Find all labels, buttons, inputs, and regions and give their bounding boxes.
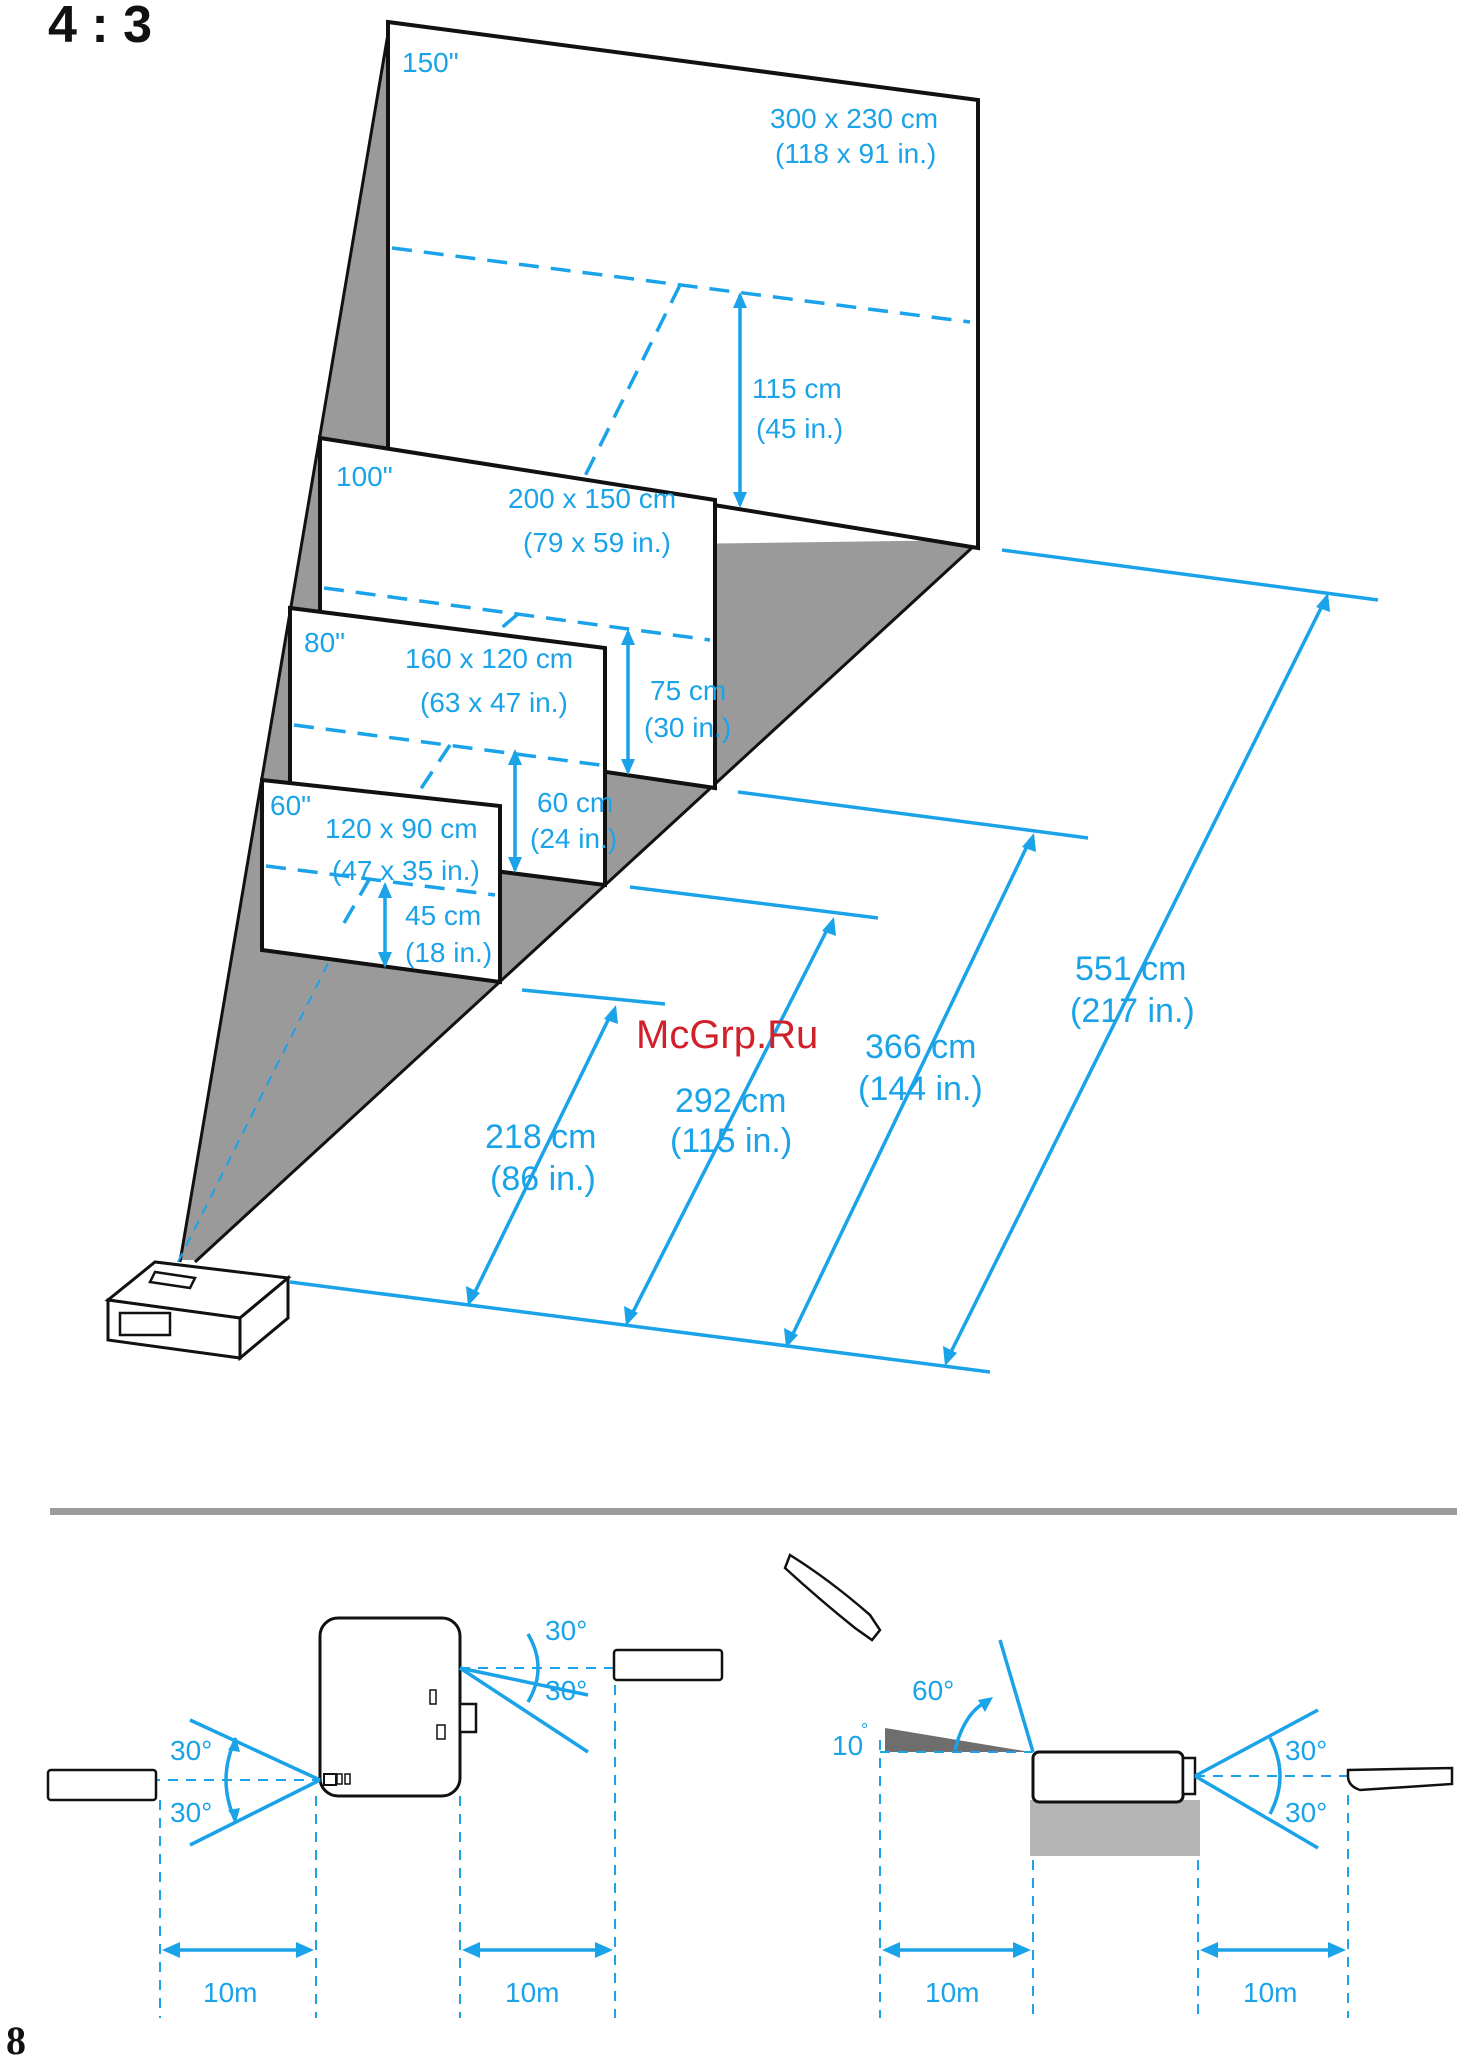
distance-80-cm: 292 cm <box>675 1082 787 1120</box>
screen-100-size-cm: 200 x 150 cm <box>508 483 676 514</box>
remote-control-side-icon <box>1346 1766 1454 1792</box>
side-rear-angle-up: 30° <box>1285 1735 1327 1766</box>
screen-80-height-cm: 60 cm <box>537 787 613 818</box>
screen-60-size-cm: 120 x 90 cm <box>325 813 478 844</box>
screen-60-height-in: (18 in.) <box>405 937 492 968</box>
screen-60-height-cm: 45 cm <box>405 900 481 931</box>
distance-baseline <box>289 1280 991 1374</box>
top-front-distance: 10m <box>203 1977 257 2008</box>
top-rear-distance: 10m <box>505 1977 559 2008</box>
remote-range-side-view: 60° 10 ° 30° 30° 10m 10m <box>783 1553 1454 2018</box>
screen-80-diag: 80" <box>304 627 345 658</box>
projector-side-icon <box>1031 1750 1185 1804</box>
screen-100-size-in: (79 x 59 in.) <box>523 527 671 558</box>
distance-measurements: 551 cm (217 in.) 366 cm (144 in.) 292 cm… <box>289 548 1379 1374</box>
distance-60-cm: 218 cm <box>485 1118 597 1156</box>
watermark: McGrp.Ru <box>636 1013 818 1057</box>
table-surface <box>1030 1800 1200 1856</box>
distance-150-cm: 551 cm <box>1075 950 1187 988</box>
beam-edge-bottom <box>193 543 977 1264</box>
remote-control-icon <box>46 1768 158 1802</box>
distance-80-in: (115 in.) <box>670 1122 792 1160</box>
distance-60-in: (86 in.) <box>490 1160 596 1198</box>
top-front-angle-down: 30° <box>170 1797 212 1828</box>
screen-80-size-in: (63 x 47 in.) <box>420 687 568 718</box>
side-angle-down-degree: ° <box>861 1720 868 1740</box>
side-rear-angle-down: 30° <box>1285 1797 1327 1828</box>
screen-60-size-in: (47 x 35 in.) <box>332 855 480 886</box>
beam-edge-top <box>178 21 392 1263</box>
remote-hand-icon <box>783 1553 882 1642</box>
side-front-distance: 10m <box>925 1977 979 2008</box>
screen-100-height-in: (30 in.) <box>644 712 731 743</box>
side-rear-distance: 10m <box>1243 1977 1297 2008</box>
screen-150-height-in: (45 in.) <box>756 413 843 444</box>
remote-range-top-view: 30° 30° 30° 30° 10m 10m <box>46 1615 724 2018</box>
top-rear-angle-down: 30° <box>545 1675 587 1706</box>
projector-icon <box>104 1260 292 1362</box>
aspect-ratio-title: 4 : 3 <box>48 0 152 54</box>
screen-60: 60" 120 x 90 cm (47 x 35 in.) 45 cm (18 … <box>260 777 502 985</box>
page-number: 8 <box>6 2018 26 2063</box>
distance-150-in: (217 in.) <box>1070 992 1195 1030</box>
screen-60-diag: 60" <box>270 790 311 821</box>
screen-150-size-in: (118 x 91 in.) <box>775 138 936 169</box>
remote-control-icon <box>612 1648 724 1682</box>
screen-100-height-cm: 75 cm <box>650 675 726 706</box>
screen-100-diag: 100" <box>336 461 393 492</box>
screen-150-height-cm: 115 cm <box>752 373 842 404</box>
projector-top-icon <box>318 1616 462 1798</box>
top-rear-angle-up: 30° <box>545 1615 587 1646</box>
distance-100-cm: 366 cm <box>865 1028 977 1066</box>
side-angle-down: 10 <box>832 1730 863 1761</box>
screen-80-size-cm: 160 x 120 cm <box>405 643 573 674</box>
screen-150: 150" 300 x 230 cm (118 x 91 in.) 115 cm … <box>386 19 980 551</box>
screen-80-height-in: (24 in.) <box>530 823 617 854</box>
screen-150-diag: 150" <box>402 47 459 78</box>
top-front-angle-up: 30° <box>170 1735 212 1766</box>
section-divider <box>50 1508 1457 1515</box>
distance-100-in: (144 in.) <box>858 1070 983 1108</box>
side-angle-up: 60° <box>912 1675 954 1706</box>
screen-150-size-cm: 300 x 230 cm <box>770 103 938 134</box>
